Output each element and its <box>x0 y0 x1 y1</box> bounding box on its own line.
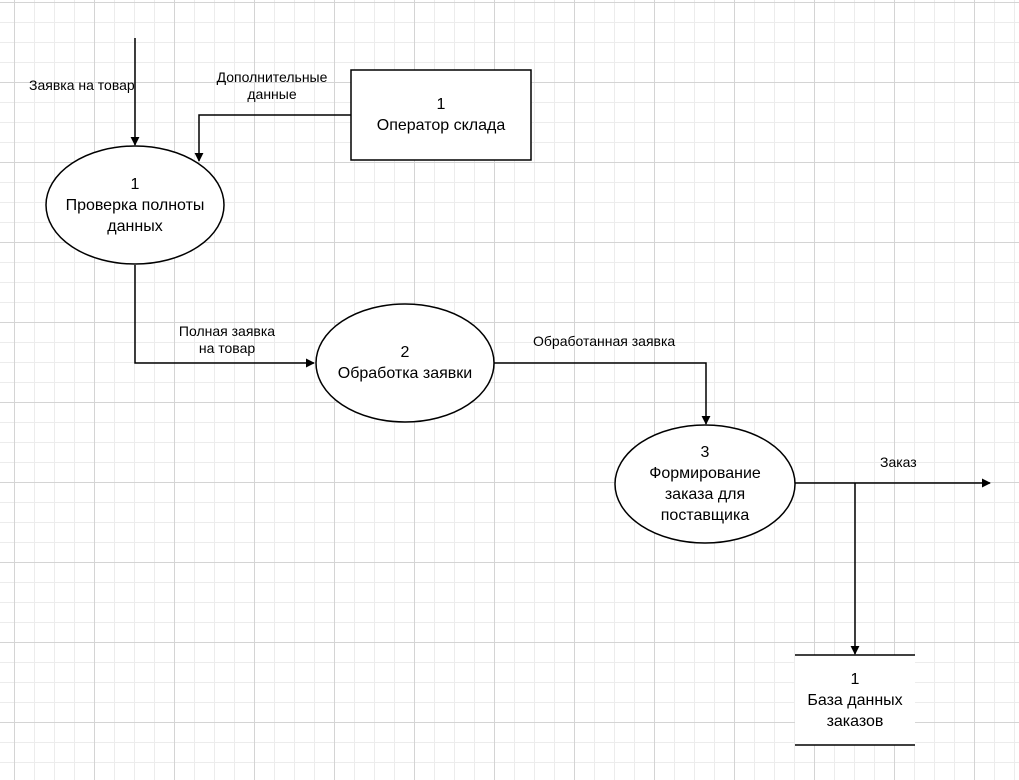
process-3-name-line-1: Формирование <box>649 465 761 482</box>
process-3-label: 3 Формирование заказа для поставщика <box>615 425 795 543</box>
data-store-name-line-2: заказов <box>826 712 884 730</box>
process-2-name-line-1: Обработка заявки <box>337 365 473 382</box>
flow-full-request <box>134 265 315 368</box>
label-additional-data-line-1: Дополнительные <box>216 69 328 85</box>
label-incoming-request: Заявка на товар <box>29 77 135 93</box>
process-2-shape[interactable] <box>315 303 495 423</box>
process-3-number: 3 <box>700 444 710 461</box>
process-1-label: 1 Проверка полноты данных <box>46 146 224 264</box>
label-order: Заказ <box>880 454 917 470</box>
external-entity-name: Оператор склада <box>376 117 506 134</box>
data-store-name-line-1: База данных <box>807 691 903 709</box>
process-3-name-line-2: заказа для <box>664 486 746 503</box>
process-1-name-line-1: Проверка полноты <box>65 196 205 214</box>
label-full-request: Полная заявка на товар <box>162 323 292 357</box>
process-3-name-line-3: поставщика <box>660 507 750 524</box>
process-1-number: 1 <box>130 175 140 193</box>
label-additional-data: Дополнительные данные <box>198 69 346 103</box>
data-store-label: 1 База данных заказов <box>795 656 915 744</box>
flow-additional-data <box>194 114 351 162</box>
external-entity-box[interactable] <box>350 69 532 161</box>
process-1-shape[interactable] <box>45 145 225 265</box>
external-entity-label: 1 Оператор склада <box>351 70 531 160</box>
label-processed-request: Обработанная заявка <box>533 333 676 349</box>
label-additional-data-line-2: данные <box>247 86 297 102</box>
data-store-number: 1 <box>850 670 860 688</box>
label-full-request-line-2: на товар <box>198 340 256 356</box>
process-2-number: 2 <box>400 344 410 361</box>
flow-processed-request <box>494 362 711 425</box>
data-store-area[interactable] <box>795 655 915 745</box>
process-3-shape[interactable] <box>614 424 796 544</box>
process-1-name-line-2: данных <box>107 217 163 235</box>
process-2-label: 2 Обработка заявки <box>316 304 494 422</box>
label-full-request-line-1: Полная заявка <box>178 323 276 339</box>
external-entity-number: 1 <box>436 96 446 113</box>
